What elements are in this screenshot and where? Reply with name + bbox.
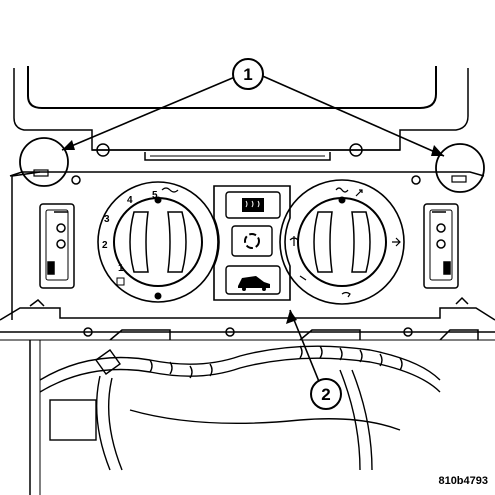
left-air-vent — [39, 203, 75, 289]
callout-1: 1 — [232, 58, 264, 90]
outside-air-button — [225, 265, 281, 295]
fan-speed-3-label: 3 — [104, 214, 110, 225]
callout-2: 2 — [310, 378, 342, 410]
leader-lines — [61, 73, 445, 385]
wiring-harness — [39, 345, 441, 471]
right-air-vent — [423, 203, 459, 289]
fan-high-icon — [161, 187, 179, 193]
recirculation-button — [231, 225, 273, 257]
blower-position-labels: 1 2 3 4 5 — [102, 187, 179, 286]
rear-defrost-button — [225, 191, 281, 219]
fan-speed-2-label: 2 — [102, 240, 108, 251]
callout-1-label: 1 — [243, 65, 252, 84]
floor-mode-icon — [341, 291, 351, 298]
fan-speed-1-label: 1 — [118, 263, 124, 274]
panel-mode-icon — [289, 236, 299, 246]
callout-2-label: 2 — [321, 385, 330, 404]
floor-defrost-icon — [299, 275, 307, 281]
mounting-clip-callout-circles — [19, 137, 485, 193]
mix-mode-icon — [355, 189, 363, 197]
figure-code: 810b4793 — [438, 475, 488, 487]
control-panel — [0, 171, 495, 495]
leader-arrowheads — [62, 140, 444, 324]
bi-level-mode-icon — [392, 237, 401, 247]
fan-speed-4-label: 4 — [127, 195, 133, 206]
upper-dash-bezel — [13, 66, 469, 161]
fan-speed-5-label: 5 — [152, 190, 158, 201]
defrost-mode-icon — [335, 187, 349, 193]
recirculation-icon — [244, 233, 260, 249]
blower-control-knob — [97, 181, 219, 303]
center-button-panel — [213, 185, 291, 301]
mode-control-knob — [279, 179, 405, 305]
outside-air-car-icon — [238, 276, 270, 288]
fan-off-icon — [116, 277, 125, 286]
mode-position-icons — [289, 187, 401, 298]
